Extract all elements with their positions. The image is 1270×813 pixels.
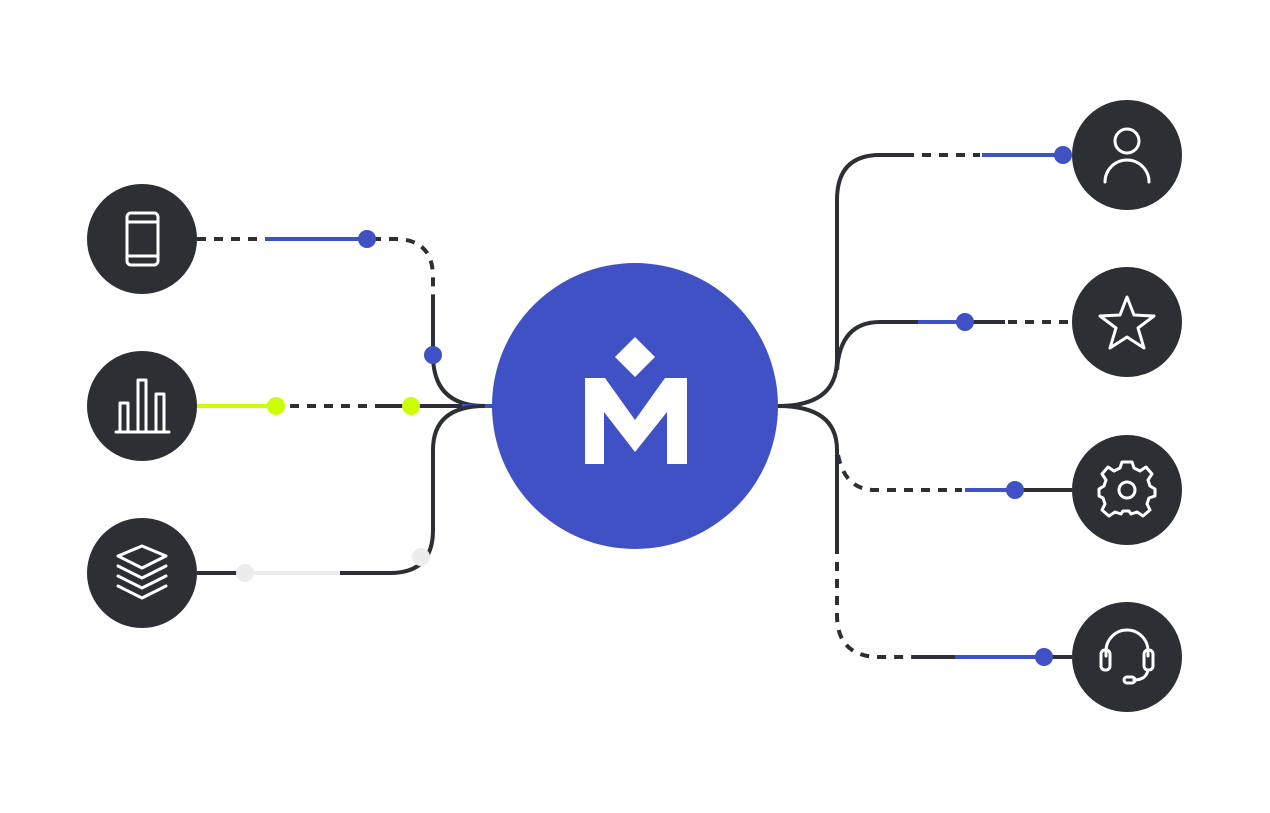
connector-chart [197, 397, 495, 415]
connector-dot [412, 548, 430, 566]
connector-dot [956, 313, 974, 331]
node-headset[interactable] [1072, 602, 1182, 712]
connector-dot [424, 346, 442, 364]
user-icon [1103, 127, 1151, 184]
node-gear[interactable] [1072, 435, 1182, 545]
connector-dot [236, 564, 254, 582]
logo-m-icon [585, 378, 687, 464]
node-mobile[interactable] [87, 184, 197, 294]
headset-icon [1099, 628, 1155, 685]
connector-dot [1035, 648, 1053, 666]
connector-dot [267, 397, 285, 415]
logo-diamond-icon [615, 337, 655, 377]
bar-chart-icon [114, 378, 171, 434]
layers-icon [116, 544, 168, 600]
node-user[interactable] [1072, 100, 1182, 210]
node-chart[interactable] [87, 351, 197, 461]
connector-dot [1006, 481, 1024, 499]
node-star[interactable] [1072, 267, 1182, 377]
hub-logo[interactable] [492, 263, 778, 549]
connector-dot [358, 230, 376, 248]
star-icon [1098, 295, 1156, 350]
gear-icon [1097, 460, 1157, 518]
mobile-phone-icon [125, 211, 160, 267]
node-layers[interactable] [87, 518, 197, 628]
connector-headset [835, 450, 1072, 666]
connector-dot [1054, 146, 1072, 164]
connector-dot [402, 397, 420, 415]
connector-star [835, 313, 1072, 371]
connector-user [777, 146, 1072, 408]
connector-gear [777, 404, 1072, 499]
connector-phone [197, 230, 486, 408]
connector-layers [197, 404, 486, 582]
